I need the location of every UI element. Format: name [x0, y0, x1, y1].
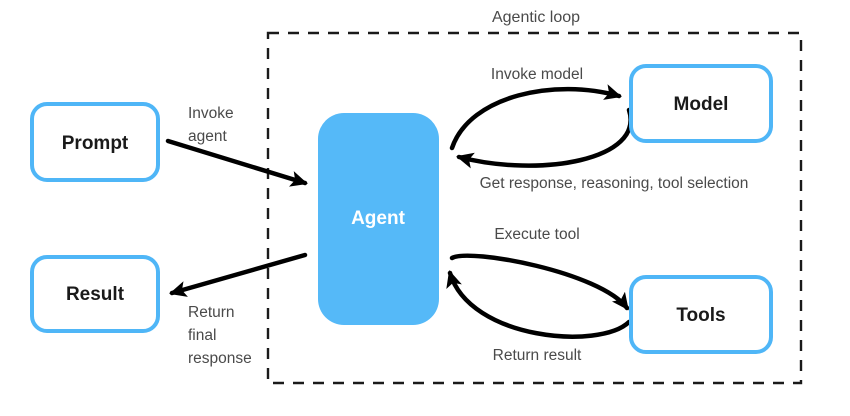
arrow-model-to-agent: [456, 107, 633, 169]
prompt-label: Prompt: [62, 133, 129, 154]
edge-label-invoke-model: Invoke model: [491, 66, 583, 83]
agent-box[interactable]: [318, 113, 439, 325]
invoke-agent-line2: agent: [188, 128, 227, 145]
tools-label: Tools: [676, 305, 725, 326]
node-prompt[interactable]: Prompt: [30, 102, 160, 182]
tools-box[interactable]: [629, 275, 773, 354]
return-final-response-line3: response: [188, 350, 252, 367]
edge-label-invoke-agent: Invoke agent: [188, 105, 234, 145]
edge-label-execute-tool: Execute tool: [494, 226, 579, 243]
edge-label-return-result: Return result: [493, 347, 582, 364]
agentic-loop-title: Agentic loop: [492, 9, 580, 26]
invoke-agent-line1: Invoke: [188, 105, 234, 122]
agent-label: Agent: [351, 208, 406, 229]
arrow-prompt-to-agent: [165, 138, 308, 187]
edge-label-get-response: Get response, reasoning, tool selection: [480, 175, 749, 192]
node-model[interactable]: Model: [629, 64, 773, 143]
result-box[interactable]: [30, 255, 160, 333]
node-result[interactable]: Result: [30, 255, 160, 333]
arrow-agent-to-tools: [449, 253, 630, 311]
model-box[interactable]: [629, 64, 773, 143]
arrow-tools-to-agent: [446, 270, 632, 339]
model-label: Model: [674, 94, 729, 115]
return-final-response-line1: Return: [188, 304, 235, 321]
prompt-box[interactable]: [30, 102, 160, 182]
arrow-agent-to-model: [449, 84, 622, 151]
result-label: Result: [66, 284, 125, 305]
edge-label-return-final-response: Return final response: [188, 304, 252, 367]
node-tools[interactable]: Tools: [629, 275, 773, 354]
return-final-response-line2: final: [188, 327, 216, 344]
node-agent[interactable]: Agent: [318, 113, 439, 325]
arrow-agent-to-result: [169, 252, 308, 297]
agentic-loop-region: [266, 31, 803, 385]
